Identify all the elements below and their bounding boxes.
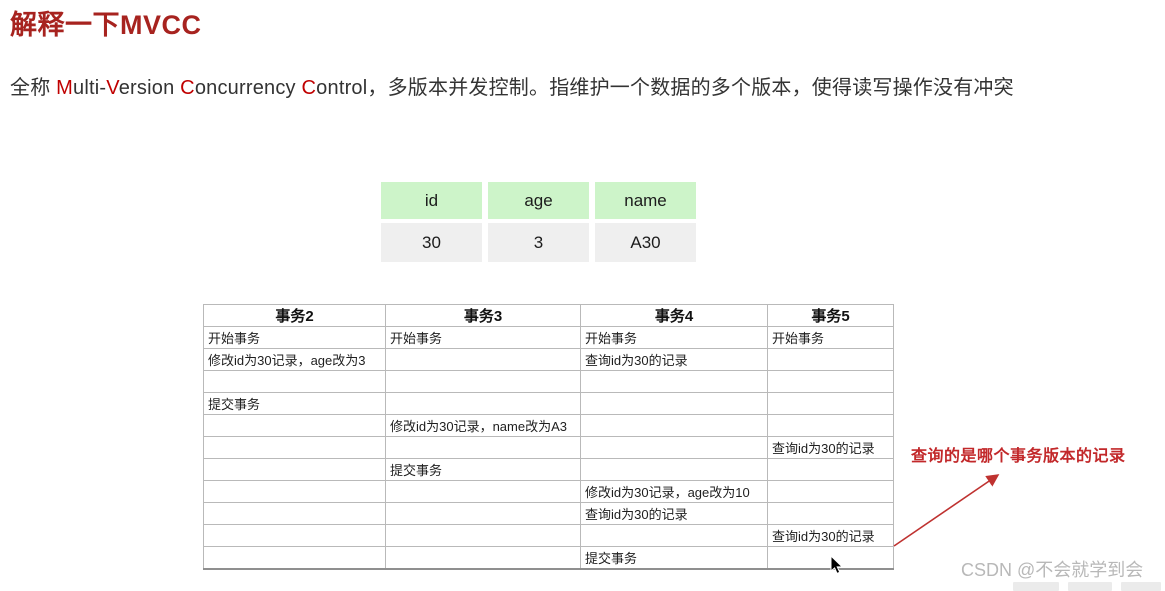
transaction-cell-empty: [385, 370, 581, 393]
definition-red-letter: M: [56, 77, 74, 99]
transaction-cell-empty: [580, 414, 768, 437]
record-table-header: id: [381, 182, 482, 219]
record-table-header: age: [488, 182, 589, 219]
transaction-cell: 开始事务: [203, 326, 386, 349]
record-table-header: name: [595, 182, 696, 219]
transaction-cell-empty: [767, 502, 894, 525]
annotation-arrow: [893, 474, 1000, 547]
annotation-text: 查询的是哪个事务版本的记录: [911, 448, 1126, 465]
mvcc-definition: 全称 Multi-Version Concurrency Control，多版本…: [10, 71, 1014, 100]
transaction-cell: 查询id为30的记录: [767, 436, 894, 459]
transaction-table-row: 查询id为30的记录: [203, 502, 894, 525]
transaction-table-row: 查询id为30的记录: [203, 524, 894, 547]
transaction-cell: 查询id为30的记录: [580, 348, 768, 371]
transaction-cell: 开始事务: [767, 326, 894, 349]
transaction-cell-empty: [203, 546, 386, 569]
transaction-cell-empty: [580, 524, 768, 547]
transaction-cell-empty: [767, 480, 894, 503]
watermark: CSDN @不会就学到会: [961, 560, 1144, 580]
transaction-cell-empty: [580, 458, 768, 481]
transaction-cell-empty: [385, 392, 581, 415]
transaction-table-body: 开始事务开始事务开始事务开始事务修改id为30记录，age改为3 查询id为30…: [203, 326, 894, 569]
transaction-cell-empty: [203, 480, 386, 503]
transaction-cell: 提交事务: [385, 458, 581, 481]
transaction-column-header: 事务5: [767, 304, 894, 327]
transaction-table-row: 提交事务: [203, 458, 894, 481]
record-table-value: 30: [381, 223, 482, 262]
transaction-table-row: 提交事务: [203, 546, 894, 569]
definition-red-letter: V: [106, 77, 119, 99]
transaction-cell: 修改id为30记录，name改为A3: [385, 414, 581, 437]
mouse-cursor-icon: [830, 555, 844, 575]
transaction-cell: 修改id为30记录，age改为10: [580, 480, 768, 503]
transaction-table-row: 提交事务: [203, 392, 894, 415]
transaction-cell-empty: [385, 480, 581, 503]
transaction-cell: 开始事务: [385, 326, 581, 349]
transaction-cell: 查询id为30的记录: [767, 524, 894, 547]
page-title: 解释一下MVCC: [10, 10, 202, 40]
transaction-cell-empty: [203, 524, 386, 547]
record-table-value: A30: [595, 223, 696, 262]
transaction-cell-empty: [767, 348, 894, 371]
transaction-cell-empty: [580, 392, 768, 415]
definition-text: ontrol，多版本并发控制。指维护一个数据的多个版本，使得读写操作没有冲突: [316, 77, 1014, 99]
faint-logo-fragment: [1013, 582, 1059, 591]
transaction-cell-empty: [203, 370, 386, 393]
transaction-cell-empty: [385, 348, 581, 371]
transaction-cell-empty: [203, 414, 386, 437]
transaction-cell-empty: [203, 502, 386, 525]
transaction-cell: 提交事务: [580, 546, 768, 569]
transaction-cell-empty: [203, 458, 386, 481]
transaction-cell-empty: [385, 436, 581, 459]
transaction-cell: 修改id为30记录，age改为3: [203, 348, 386, 371]
record-table-value: 3: [488, 223, 589, 262]
definition-text: ulti-: [73, 77, 107, 99]
transaction-cell-empty: [580, 370, 768, 393]
transaction-cell: 提交事务: [203, 392, 386, 415]
transaction-table-row: 修改id为30记录，name改为A3: [203, 414, 894, 437]
transaction-cell-empty: [203, 436, 386, 459]
transaction-cell-empty: [385, 546, 581, 569]
transaction-cell-empty: [580, 436, 768, 459]
definition-red-letter: C: [301, 77, 317, 99]
transaction-table-row: 修改id为30记录，age改为10: [203, 480, 894, 503]
transaction-table-row: 修改id为30记录，age改为3 查询id为30的记录: [203, 348, 894, 371]
transaction-cell: 开始事务: [580, 326, 768, 349]
definition-text: ersion: [118, 77, 181, 99]
transaction-cell-empty: [767, 392, 894, 415]
transaction-cell-empty: [385, 502, 581, 525]
transaction-cell: 查询id为30的记录: [580, 502, 768, 525]
definition-red-letter: C: [180, 77, 195, 99]
transaction-column-header: 事务2: [203, 304, 386, 327]
definition-text: 全称: [10, 77, 57, 99]
transaction-cell-empty: [767, 458, 894, 481]
transaction-column-header: 事务4: [580, 304, 768, 327]
transaction-cell-empty: [385, 524, 581, 547]
transaction-cell-empty: [767, 370, 894, 393]
faint-logo-fragment: [1121, 582, 1161, 591]
transaction-table-row: [203, 370, 894, 393]
transaction-column-header: 事务3: [385, 304, 581, 327]
transaction-cell-empty: [767, 414, 894, 437]
transaction-table-row: 查询id为30的记录: [203, 436, 894, 459]
transaction-table-row: 开始事务开始事务开始事务开始事务: [203, 326, 894, 349]
faint-logo-fragment: [1068, 582, 1112, 591]
definition-text: oncurrency: [194, 77, 302, 99]
